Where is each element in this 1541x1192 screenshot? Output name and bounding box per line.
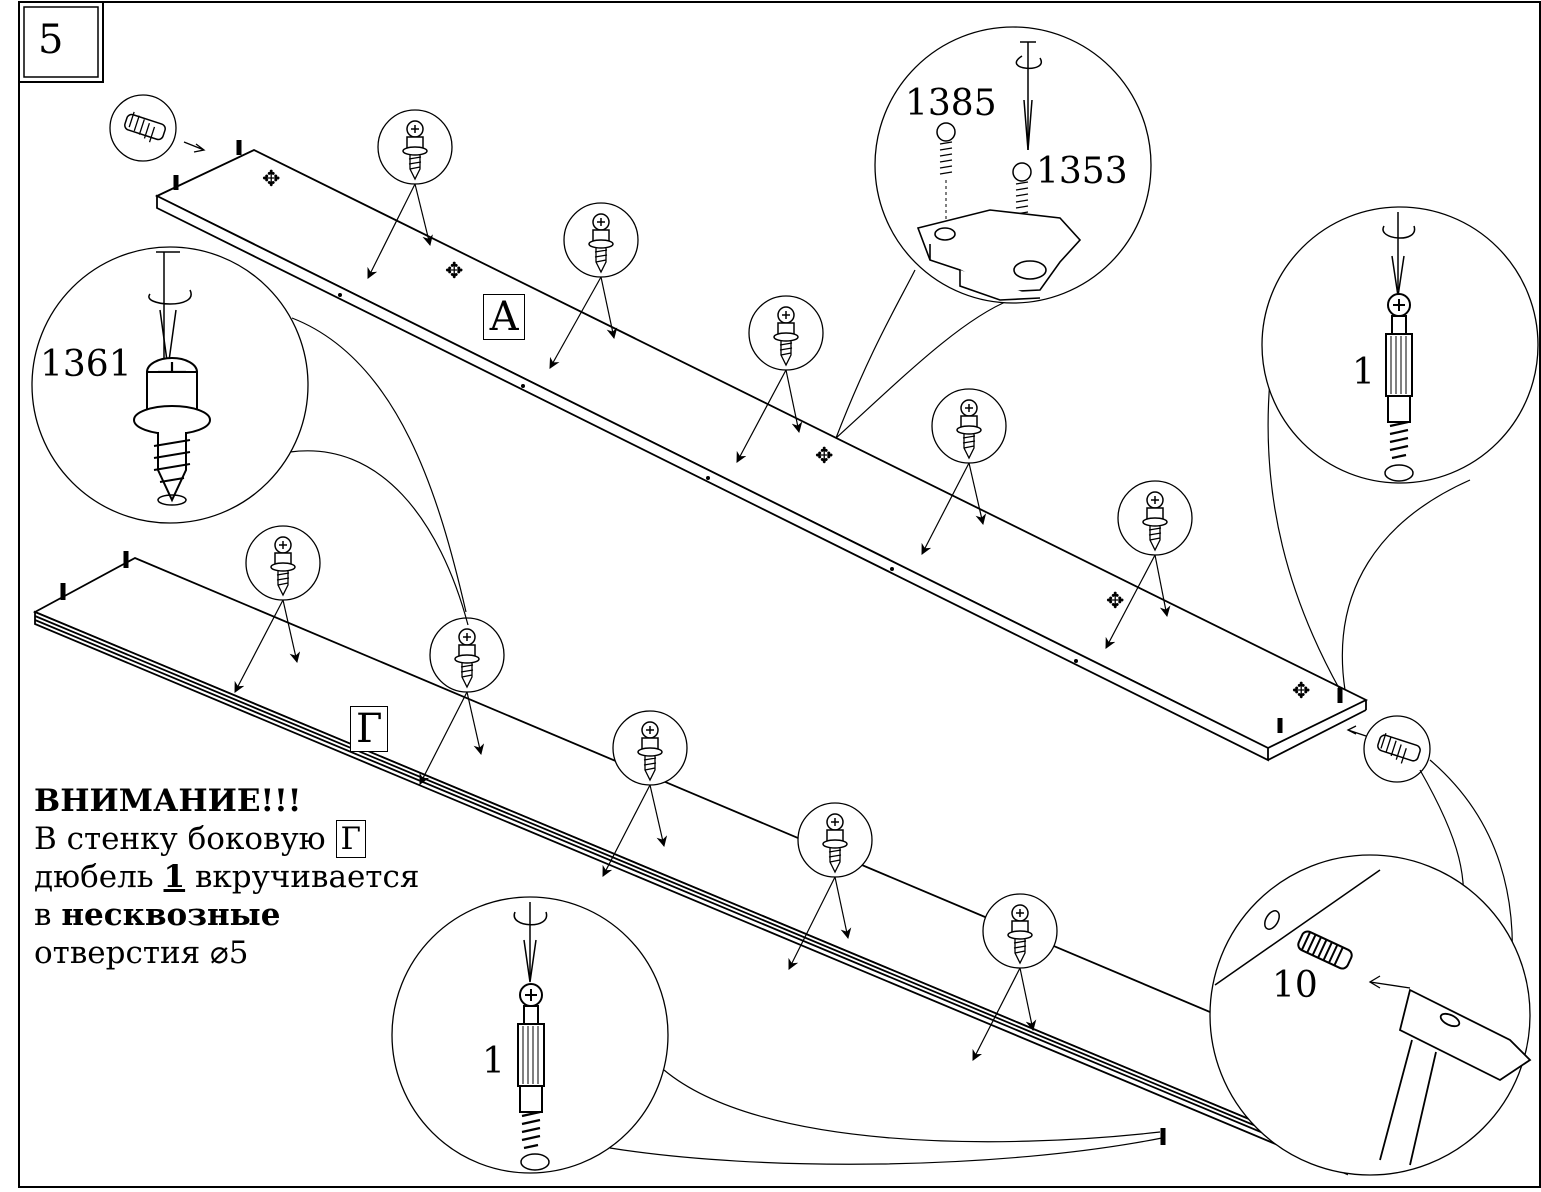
warning-note: ВНИМАНИЕ!!! В стенку боковую Г дюбель 1 … — [34, 782, 419, 972]
screw-1361-detail-callout — [31, 246, 469, 626]
warning-line-1: В стенку боковую Г — [34, 820, 419, 858]
shelf-a-board — [154, 149, 1369, 762]
shelf-a-leader-arrows — [367, 183, 1171, 649]
label-1385: 1385 — [905, 83, 997, 124]
warning-line-3: в несквозные — [34, 897, 281, 933]
bolt-hammer-detail-callout — [1209, 759, 1532, 1176]
svg-text:✥: ✥ — [1106, 589, 1124, 614]
label-1353: 1353 — [1036, 151, 1128, 192]
part-label-a: А — [483, 294, 526, 340]
bolt-callout-right — [1346, 715, 1431, 783]
warning-line-4: отверстия ⌀5 — [34, 935, 249, 971]
label-1361: 1361 — [40, 344, 132, 385]
step-number: 5 — [38, 17, 64, 63]
svg-text:✥: ✥ — [815, 444, 833, 469]
svg-text:✥: ✥ — [262, 167, 280, 192]
shelf-a-holes — [338, 293, 1078, 663]
svg-text:✥: ✥ — [1292, 679, 1310, 704]
screw-1385-icon — [936, 122, 956, 222]
side-g-leader-arrows — [234, 599, 1037, 1061]
hammer-icon — [1379, 988, 1532, 1166]
dowel-detail-top-callout — [1261, 206, 1539, 691]
shelf-a-dowels — [173, 140, 1343, 733]
part-label-g: Г — [350, 706, 389, 752]
frame — [18, 1, 1541, 1188]
label-dowel-bottom: 1 — [482, 1041, 505, 1082]
warning-part-box: Г — [335, 820, 367, 858]
shelf-a-hinge-plates: ✥ ✥ ✥ ✥ ✥ — [262, 167, 1310, 704]
bolt-callout-top-left — [109, 94, 206, 162]
warning-line-2: дюбель 1 вкручивается — [34, 859, 420, 895]
warning-heading: ВНИМАНИЕ!!! — [34, 783, 302, 819]
label-bolt-10: 10 — [1272, 965, 1318, 1006]
svg-text:✥: ✥ — [445, 259, 463, 284]
hinge-plate-icon — [916, 209, 1082, 301]
label-dowel-top: 1 — [1352, 352, 1375, 393]
dowel-detail-bottom-callout — [391, 896, 1163, 1174]
screw-1353-icon — [1012, 162, 1032, 215]
